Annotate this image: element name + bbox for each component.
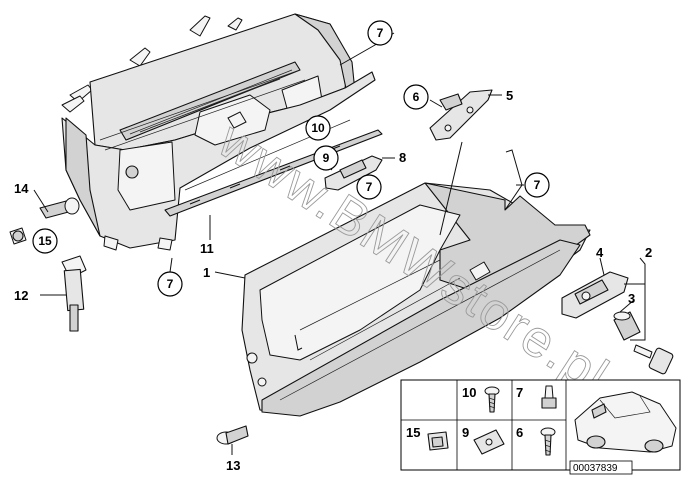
part-striker-14: [9, 197, 80, 245]
svg-text:10: 10: [311, 121, 325, 135]
callout-14: 14: [14, 181, 29, 196]
svg-text:7: 7: [534, 178, 541, 192]
screw-6-icon: [540, 427, 556, 456]
callout-8: 8: [399, 150, 406, 165]
nut-15-icon: [427, 431, 449, 451]
callout-11: 11: [200, 241, 214, 256]
diagram-code: 00037839: [573, 463, 618, 474]
callout-1: 1: [203, 265, 210, 280]
legend-label-15: 15: [406, 425, 420, 440]
svg-text:7: 7: [366, 180, 373, 194]
diagram-code-box: [569, 460, 633, 475]
legend-label-10: 10: [462, 385, 476, 400]
svg-text:6: 6: [413, 90, 420, 104]
callout-5: 5: [506, 88, 513, 103]
callout-13: 13: [226, 458, 240, 473]
legend-label-7: 7: [516, 385, 523, 400]
legend-label-6: 6: [516, 425, 523, 440]
callout-7-top: 7: [367, 20, 393, 46]
svg-text:15: 15: [38, 234, 52, 248]
glovebox-lid: [241, 182, 591, 417]
clip-7-icon: [541, 385, 557, 409]
svg-text:7: 7: [167, 277, 174, 291]
callout-15: 15: [32, 228, 58, 254]
callout-12: 12: [14, 288, 28, 303]
svg-text:7: 7: [377, 26, 384, 40]
svg-text:9: 9: [323, 151, 330, 165]
callout-4: 4: [596, 245, 604, 260]
car-thumbnail-icon: [574, 391, 677, 453]
callout-6: 6: [403, 84, 429, 110]
legend-label-9: 9: [462, 425, 469, 440]
callouts: 7 6 5 10 9 8 7 7 14 15 11 1 7 4 2 3 12 1…: [14, 20, 652, 473]
callout-7-left: 7: [157, 271, 183, 297]
part-latch-8: [324, 155, 383, 191]
clip-nut-9-icon: [473, 429, 505, 455]
callout-10: 10: [305, 115, 331, 141]
callout-3: 3: [628, 291, 635, 306]
callout-2: 2: [645, 245, 652, 260]
callout-7-mid: 7: [356, 174, 382, 200]
hardware-legend: 10 7 15 9 6: [400, 379, 681, 471]
part-lock-housing-4: [561, 271, 629, 319]
part-damper-12: [61, 255, 87, 332]
glovebox-housing: [61, 13, 383, 251]
callout-9: 9: [313, 145, 339, 171]
part-hinge-5: [429, 89, 493, 141]
screw-10-icon: [484, 386, 500, 413]
leader-lines: [33, 32, 646, 455]
part-pin-13: [216, 425, 249, 445]
callout-7-right: 7: [524, 172, 550, 198]
part-lock-cylinder-3: [613, 311, 674, 375]
